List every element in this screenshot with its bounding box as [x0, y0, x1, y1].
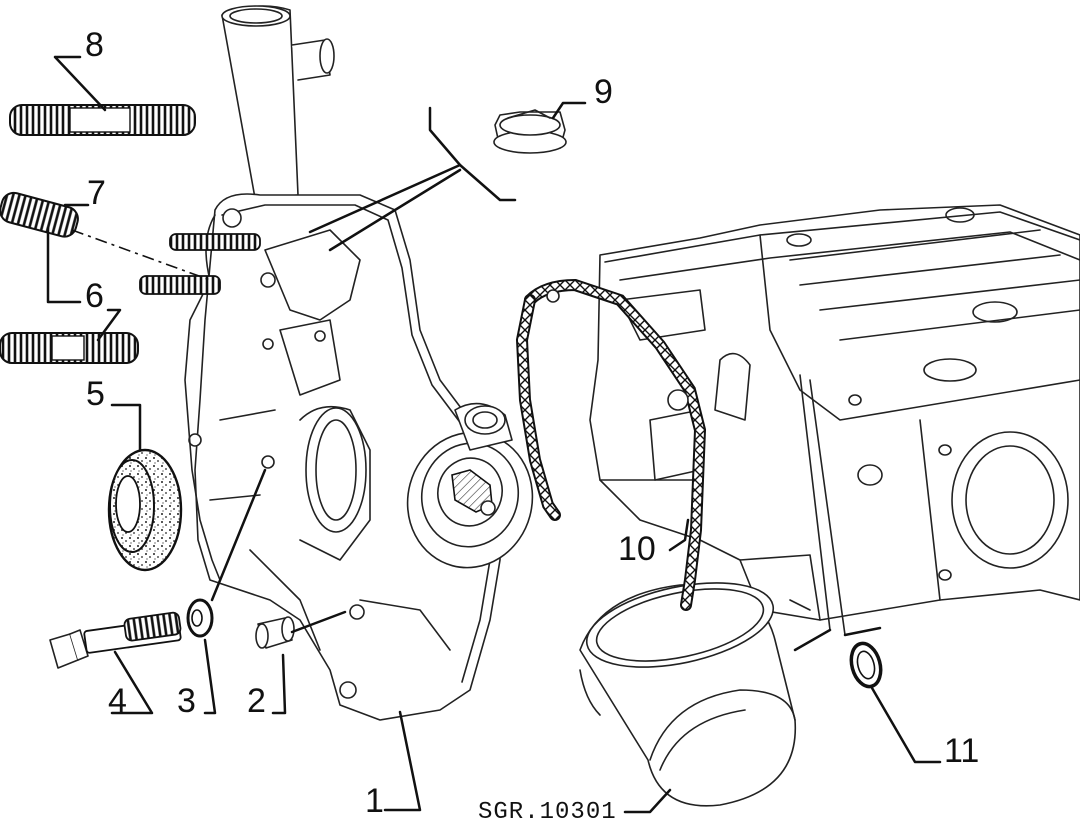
callout-labels: 8 7 6 5 9 4 3 2 1 10 11 SGR.10301 — [85, 26, 979, 826]
stud-8 — [9, 104, 196, 136]
seal-cap — [493, 109, 567, 154]
callout-7: 7 — [87, 174, 106, 212]
oil-filter — [579, 582, 797, 807]
engine-block — [589, 204, 1080, 652]
washer — [186, 598, 214, 638]
timing-cover-housing — [184, 5, 534, 721]
callout-2: 2 — [247, 682, 266, 720]
bushing — [255, 616, 295, 649]
callout-11: 11 — [944, 732, 979, 770]
callout-5: 5 — [86, 375, 105, 413]
callout-1: 1 — [365, 782, 384, 820]
bolt — [49, 611, 182, 669]
callout-10: 10 — [618, 530, 656, 568]
callout-9: 9 — [594, 73, 613, 111]
callout-3: 3 — [177, 682, 196, 720]
o-ring — [849, 641, 883, 689]
callout-4: 4 — [108, 682, 127, 720]
callout-6: 6 — [85, 277, 104, 315]
reference-code: SGR.10301 — [478, 799, 617, 824]
callout-8: 8 — [85, 26, 104, 64]
gasket-chain — [515, 278, 707, 611]
short-studs — [71, 229, 261, 295]
oil-seal — [107, 448, 183, 572]
leader-lines — [46, 55, 942, 814]
stud-7 — [0, 191, 79, 238]
stud-6 — [0, 332, 139, 364]
